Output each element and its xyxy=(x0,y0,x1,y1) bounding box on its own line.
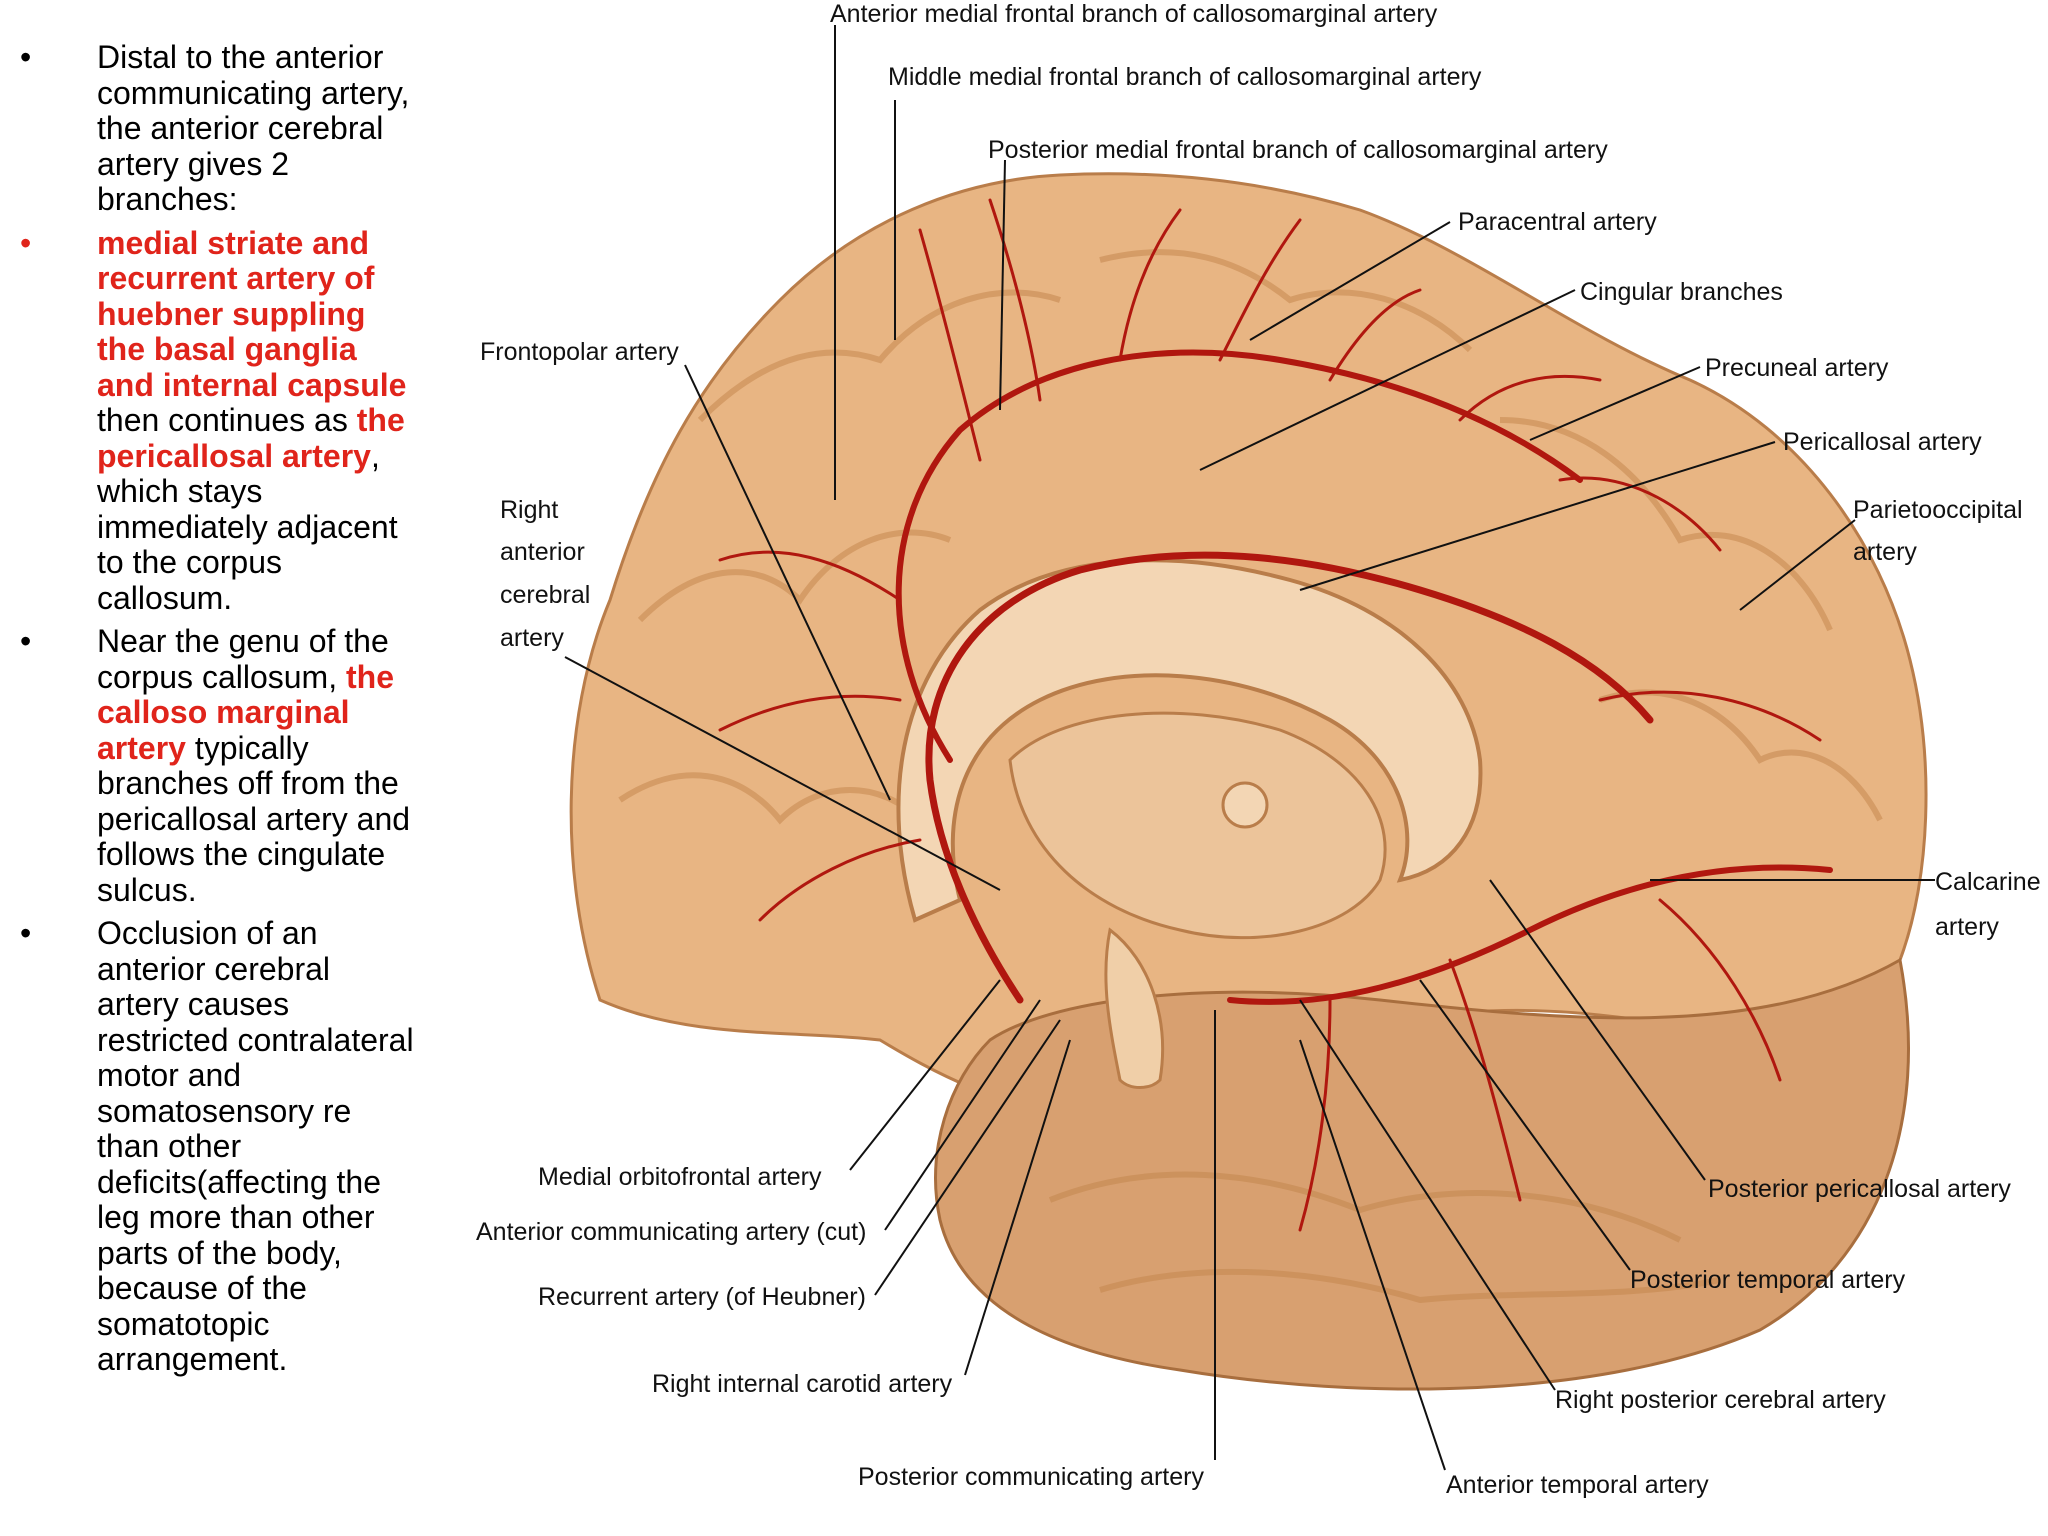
brain-artery-diagram: Anterior medial frontal branch of callos… xyxy=(476,0,2041,1499)
bullet-occlusion: • Occlusion of an anterior cerebral arte… xyxy=(0,915,420,1378)
artery-network xyxy=(718,198,1833,1232)
bullet-callosomarginal: • Near the genu of the corpus callosum, … xyxy=(0,623,420,908)
label-posterior-temporal: Posterior temporal artery xyxy=(1630,1266,1906,1294)
label-right-posterior-cerebral: Right posterior cerebral artery xyxy=(1555,1386,1886,1414)
highlight-text: medial striate and recurrent artery of h… xyxy=(97,224,407,403)
label-right-anterior-1: Right xyxy=(500,496,558,524)
label-precuneal: Precuneal artery xyxy=(1705,354,1889,382)
label-paracentral: Paracentral artery xyxy=(1458,208,1657,236)
cerebellum-temporal xyxy=(934,957,1910,1391)
label-parietooccipital-2: artery xyxy=(1853,538,1917,566)
bullet-text: Occlusion of an anterior cerebral artery… xyxy=(97,915,414,1377)
label-anterior-temporal: Anterior temporal artery xyxy=(1446,1471,1709,1499)
label-calcarine-2: artery xyxy=(1935,913,1999,941)
bullet-dot: • xyxy=(20,39,32,75)
bullet-text: Distal to the anterior communicating art… xyxy=(97,39,410,217)
leader-lines xyxy=(564,25,1935,1471)
bullet-branches: • Distal to the anterior communicating a… xyxy=(0,39,420,218)
label-right-anterior-2: anterior xyxy=(500,538,585,566)
bullet-medial-striate: • medial striate and recurrent artery of… xyxy=(0,224,420,617)
bullet-text: , which stays immediately adjacent to th… xyxy=(97,437,398,616)
callosomarginal-vessel xyxy=(895,349,1583,763)
label-right-anterior-4: artery xyxy=(500,624,564,652)
label-anterior-medial-frontal: Anterior medial frontal branch of callos… xyxy=(830,0,1438,28)
label-frontopolar: Frontopolar artery xyxy=(480,338,679,366)
figure-labels: Anterior medial frontal branch of callos… xyxy=(476,0,2041,1499)
label-right-anterior-3: cerebral xyxy=(500,581,590,609)
label-pericallosal: Pericallosal artery xyxy=(1783,428,1982,456)
label-posterior-communicating: Posterior communicating artery xyxy=(858,1463,1204,1491)
label-calcarine-1: Calcarine xyxy=(1935,868,2041,896)
label-right-internal-carotid: Right internal carotid artery xyxy=(652,1370,953,1398)
label-cingular: Cingular branches xyxy=(1580,278,1783,306)
label-parietooccipital-1: Parietooccipital xyxy=(1853,496,2023,524)
gyri-texture xyxy=(618,249,1883,1304)
bullet-text: then continues as xyxy=(97,402,357,438)
label-posterior-pericallosal: Posterior pericallosal artery xyxy=(1708,1175,2011,1203)
highlight-text: the pericallosal artery xyxy=(97,402,405,474)
corpus-callosum xyxy=(896,558,1483,923)
label-posterior-medial-frontal: Posterior medial frontal branch of callo… xyxy=(988,136,1608,164)
label-recurrent-artery: Recurrent artery (of Heubner) xyxy=(538,1283,866,1311)
label-middle-medial-frontal: Middle medial frontal branch of callosom… xyxy=(888,63,1482,91)
bullet-dot: • xyxy=(20,623,32,659)
interthalamic-adhesion xyxy=(1221,781,1269,829)
pericallosal-vessel xyxy=(925,551,1654,1004)
label-medial-orbitofrontal: Medial orbitofrontal artery xyxy=(538,1163,822,1191)
brainstem xyxy=(1104,927,1164,1089)
bullet-text: Near the genu of the corpus callosum, xyxy=(97,623,389,695)
bullet-dot: • xyxy=(20,915,32,951)
bullet-dot: • xyxy=(20,224,32,261)
bullet-text: typically branches off from the pericall… xyxy=(97,729,411,908)
thalamus xyxy=(1008,711,1387,940)
highlight-text: the calloso marginal artery xyxy=(97,658,394,766)
brain-illustration xyxy=(569,172,1928,1391)
posterior-cerebral-vessel xyxy=(1227,864,1833,1005)
label-anterior-communicating: Anterior communicating artery (cut) xyxy=(476,1218,866,1246)
text-panel: • Distal to the anterior communicating a… xyxy=(0,39,420,1386)
